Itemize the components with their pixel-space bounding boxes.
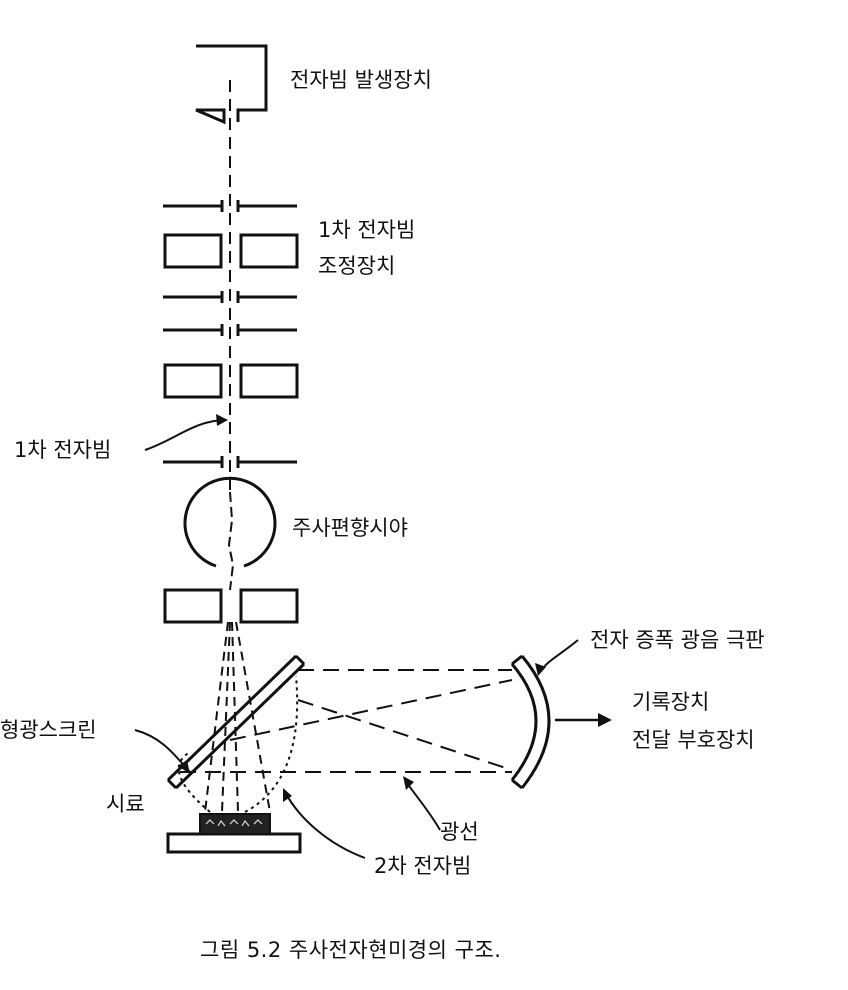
specimen <box>199 813 271 835</box>
arrowhead-fluorescent-screen <box>178 760 190 774</box>
label-fluorescent-screen: 형광스크린 <box>0 718 97 742</box>
leader-primary-beam <box>144 419 227 451</box>
label-light-ray: 광선 <box>440 820 479 844</box>
specimen-texture <box>205 819 263 827</box>
arrowhead-primary-beam <box>216 414 228 426</box>
lens-1-left <box>163 233 223 269</box>
lens-2-right <box>239 363 299 399</box>
aperture-4 <box>163 456 297 468</box>
aperture-3 <box>163 324 297 336</box>
secondary-electron-path-right <box>244 675 299 813</box>
figure-caption: 그림 5.2 주사전자현미경의 구조. <box>200 938 502 962</box>
label-primary-beam-control-line2: 조정장치 <box>318 254 396 278</box>
specimen-stage <box>166 832 302 854</box>
label-primary-beam-control-line1: 1차 전자빔 <box>318 218 416 242</box>
arrowhead-light-ray <box>403 776 414 790</box>
aperture-2 <box>163 291 297 303</box>
light-rays <box>180 669 513 773</box>
lens-3-left <box>163 588 223 624</box>
label-primary-beam: 1차 전자빔 <box>14 438 112 462</box>
label-secondary-beam: 2차 전자빔 <box>374 854 472 878</box>
leader-secondary-beam <box>284 791 366 859</box>
lens-2-left <box>163 363 223 399</box>
label-photomultiplier: 전자 증폭 광음 극판 <box>590 628 765 652</box>
scan-deflection-coil <box>183 476 277 568</box>
label-electron-gun: 전자빔 발생장치 <box>290 68 432 92</box>
label-scan-deflection: 주사편향시야 <box>292 516 408 540</box>
arrowhead-recorder <box>598 713 612 727</box>
lens-1-right <box>239 233 299 269</box>
aperture-1 <box>163 200 297 212</box>
label-recorder-line1: 기록장치 <box>632 690 710 714</box>
arrowhead-secondary-beam <box>283 788 292 802</box>
label-specimen: 시료 <box>106 792 145 816</box>
label-recorder-line2: 전달 부호장치 <box>632 728 755 752</box>
photomultiplier-plate <box>510 654 551 790</box>
fluorescent-screen <box>166 654 306 790</box>
scanning-beam <box>227 491 235 591</box>
arrowhead-photomultiplier <box>535 663 546 676</box>
leader-light-ray <box>404 779 441 831</box>
electron-gun-housing <box>195 44 268 125</box>
lens-3-right <box>239 588 299 624</box>
